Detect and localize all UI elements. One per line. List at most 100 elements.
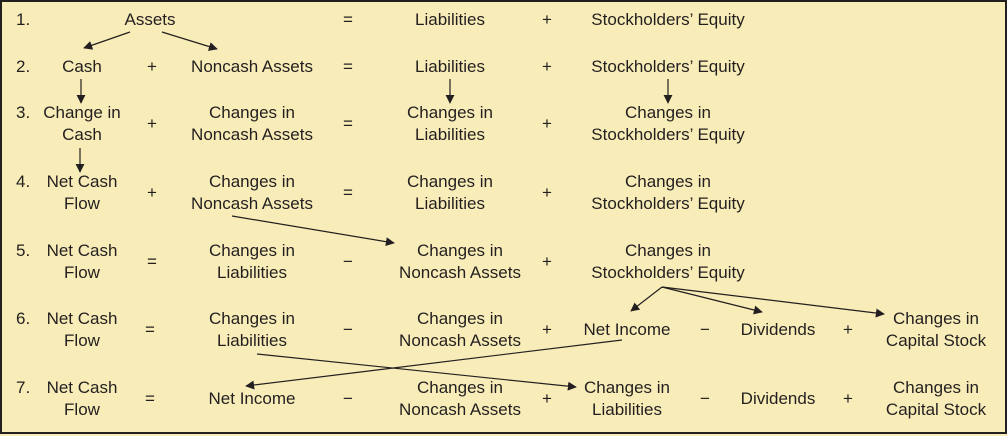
equals-sign: = — [145, 319, 155, 341]
term-line: Net Cash — [46, 309, 118, 328]
row-number: 1. — [16, 10, 31, 29]
term-line: Cash — [62, 57, 102, 76]
equals-sign: = — [343, 113, 353, 135]
term-line: − — [700, 389, 710, 408]
term-line: − — [343, 252, 353, 271]
term-line: Liabilities — [217, 263, 287, 282]
term-line: Noncash Assets — [399, 263, 521, 282]
plus-sign: + — [542, 388, 552, 410]
term-changes-in-stockholders-equity: Changes in Stockholders’ Equity — [591, 102, 744, 146]
term-dividends: Dividends — [741, 319, 816, 341]
term-line: Cash — [62, 125, 102, 144]
noncash-assets-moved-arrow — [231, 215, 395, 247]
row-number: 6. — [16, 309, 31, 328]
term-dividends: Dividends — [741, 388, 816, 410]
term-line: Change in — [43, 103, 121, 122]
term-noncash-assets: Noncash Assets — [191, 56, 313, 78]
plus-sign: + — [542, 113, 552, 135]
row-number: 4. — [16, 172, 31, 191]
term-line: Changes in — [208, 309, 296, 328]
plus-sign: + — [542, 56, 552, 78]
term-line: + — [542, 320, 552, 339]
plus-sign: + — [843, 319, 853, 341]
term-line: Changes in — [208, 103, 295, 122]
plus-sign: + — [147, 56, 157, 78]
term-line: − — [700, 320, 710, 339]
term-line: Flow — [64, 331, 100, 350]
term-line: Liabilities — [415, 57, 485, 76]
term-line: Flow — [64, 194, 100, 213]
equals-sign: = — [343, 56, 353, 78]
equals-sign: = — [343, 182, 353, 204]
term-line: Net Cash — [46, 241, 118, 260]
term-line: Noncash Assets — [191, 57, 313, 76]
term-line: Changes in — [416, 378, 503, 397]
term-line: Liabilities — [415, 194, 485, 213]
row-number: 3. — [16, 103, 31, 122]
row-number: 2. — [16, 57, 31, 76]
term-line: = — [343, 10, 353, 29]
equals-sign: = — [145, 388, 155, 410]
term-line: Stockholders’ Equity — [591, 10, 745, 29]
term-net-income: Net Income — [209, 388, 296, 410]
term-changes-in-noncash-assets: Changes in Noncash Assets — [399, 240, 521, 284]
term-cash: Cash — [62, 56, 102, 78]
plus-sign: + — [147, 113, 157, 135]
term-line: Changes in — [583, 378, 671, 397]
term-line: Noncash Assets — [191, 125, 313, 144]
term-line: Changes in — [208, 172, 295, 191]
assets-to-noncash-assets-arrow — [161, 31, 218, 51]
term-changes-in-noncash-assets: Changes in Noncash Assets — [399, 308, 521, 352]
equity-to-capital-stock-arrow — [661, 286, 885, 318]
term-line: + — [843, 389, 853, 408]
term-line: Liabilities — [592, 400, 662, 419]
term-line: + — [542, 57, 552, 76]
term-line: + — [542, 183, 552, 202]
term-line: Liabilities — [415, 10, 485, 29]
plus-sign: + — [542, 182, 552, 204]
term-liabilities: Liabilities — [415, 56, 485, 78]
equity-to-net-income-arrow — [630, 286, 663, 312]
term-line: + — [147, 57, 157, 76]
term-line: Changes in — [892, 309, 980, 328]
term-net-income: Net Income — [584, 319, 671, 341]
term-line: Noncash Assets — [191, 194, 313, 213]
term-change-in-cash: Change in Cash — [43, 102, 121, 146]
term-line: = — [343, 183, 353, 202]
term-line: Flow — [64, 400, 100, 419]
liabilities-moved-arrow — [256, 353, 577, 391]
plus-sign: + — [542, 319, 552, 341]
term-line: Changes in — [416, 309, 503, 328]
term-line: Changes in — [416, 241, 503, 260]
term-line: = — [145, 389, 155, 408]
term-line: + — [147, 114, 157, 133]
plus-sign: + — [542, 251, 552, 273]
term-line: Changes in — [624, 241, 712, 260]
term-line: + — [542, 114, 552, 133]
term-line: Net Income — [208, 389, 296, 408]
term-line: Noncash Assets — [399, 331, 521, 350]
term-changes-in-noncash-assets: Changes in Noncash Assets — [191, 102, 313, 146]
term-line: = — [343, 57, 353, 76]
term-line: + — [147, 183, 157, 202]
term-line: Stockholders’ Equity — [591, 194, 745, 213]
term-changes-in-noncash-assets: Changes in Noncash Assets — [191, 171, 313, 215]
term-line: + — [843, 320, 853, 339]
term-line: + — [542, 10, 552, 29]
term-line: = — [343, 114, 353, 133]
term-line: Stockholders’ Equity — [591, 125, 745, 144]
minus-sign: − — [700, 388, 710, 410]
term-line: Net Cash — [46, 172, 118, 191]
term-line: Assets — [124, 10, 176, 29]
term-line: Changes in — [624, 103, 712, 122]
term-line: Flow — [64, 263, 100, 282]
